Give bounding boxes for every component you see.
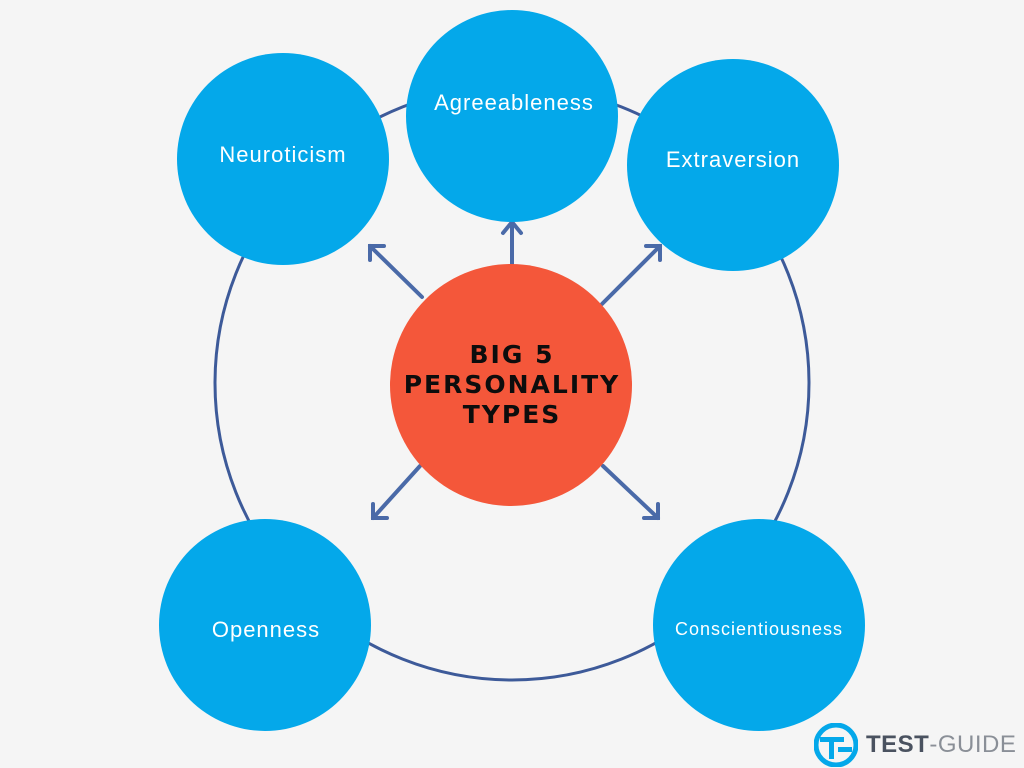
arrow-to-conscientiousness <box>601 464 660 520</box>
trait-label: Extraversion <box>666 147 800 172</box>
trait-label: Openness <box>212 617 320 642</box>
trait-node-openness: Openness <box>159 519 371 731</box>
arrows <box>368 218 662 520</box>
trait-label: Conscientiousness <box>675 619 843 639</box>
arrow-to-openness <box>371 464 422 520</box>
center-title-line-2: PERSONALITY <box>404 370 621 399</box>
trait-label: Agreeableness <box>434 90 594 115</box>
logo-wordmark: TEST-GUIDE <box>866 731 1016 759</box>
trait-node-neuroticism: Neuroticism <box>177 53 389 265</box>
trait-node-extraversion: Extraversion <box>627 59 839 271</box>
trait-label: Neuroticism <box>219 142 346 167</box>
trait-node-conscientiousness: Conscientiousness <box>653 519 865 731</box>
arrow-to-extraversion <box>600 244 662 306</box>
trait-node-agreeableness: Agreeableness <box>406 10 618 222</box>
center-title-line-3: TYPES <box>463 400 562 429</box>
logo-brand-strong: TEST <box>866 731 930 758</box>
test-guide-logo: TEST-GUIDE <box>814 722 1016 768</box>
center-title-line-1: BIG 5 <box>470 340 555 369</box>
logo-brand-rest: -GUIDE <box>929 731 1017 758</box>
arrow-to-neuroticism <box>368 244 424 299</box>
tg-logo-icon <box>814 723 858 767</box>
center-node: BIG 5 PERSONALITY TYPES <box>390 264 632 506</box>
